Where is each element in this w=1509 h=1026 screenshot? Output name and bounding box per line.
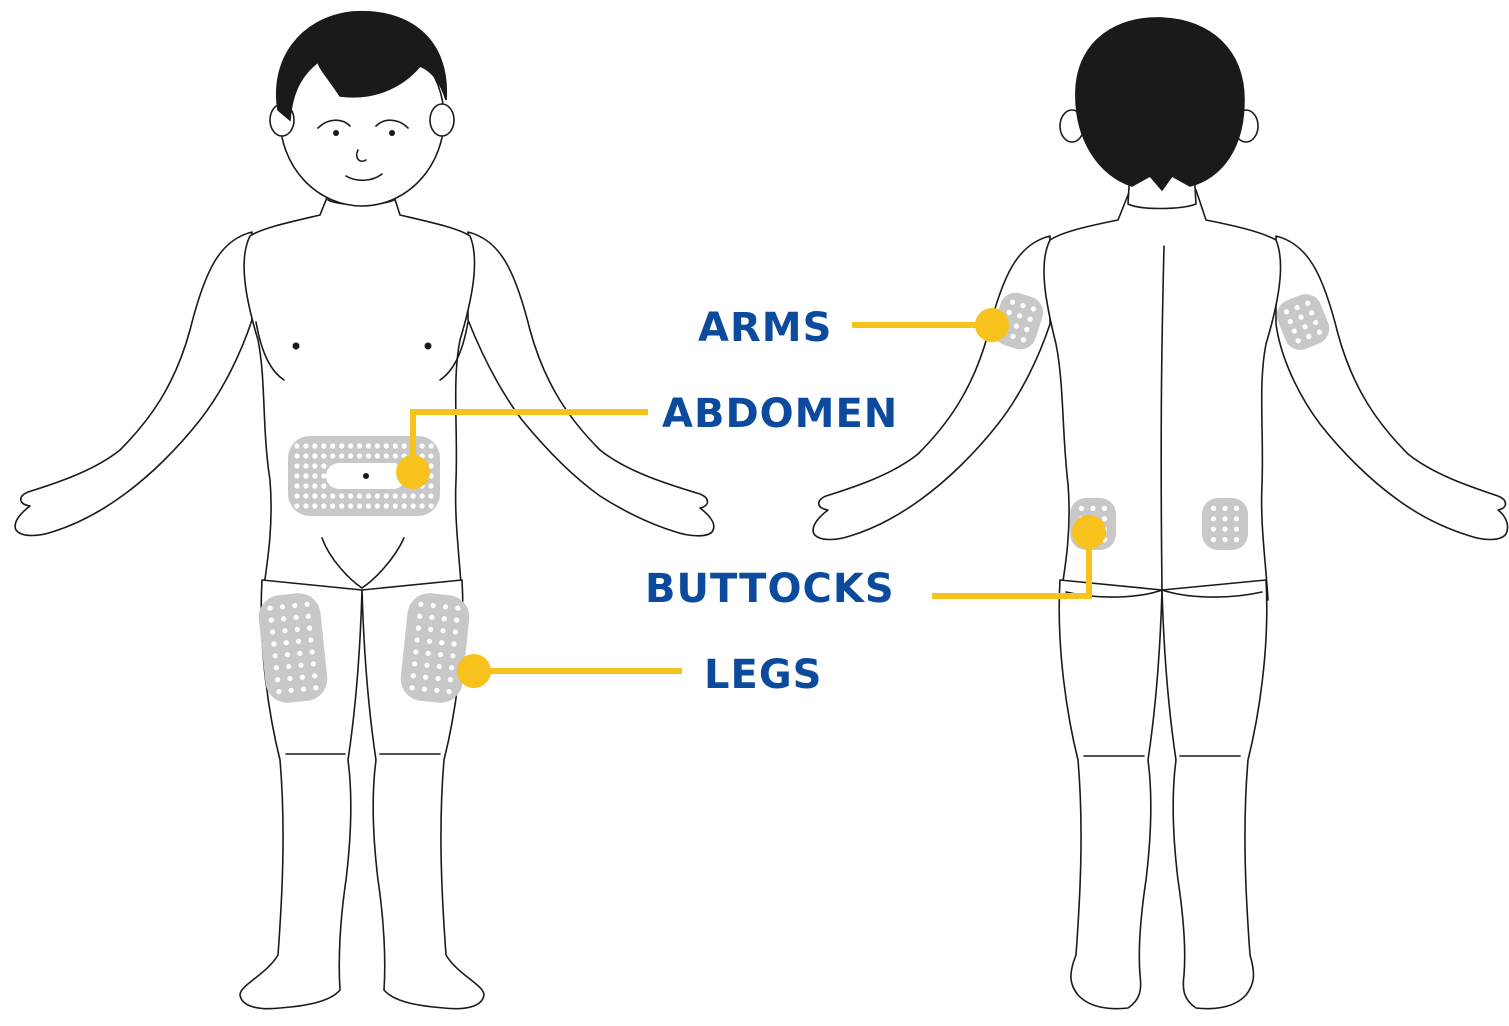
- front-left-arm: [15, 232, 252, 536]
- back-left-arm: [813, 236, 1050, 540]
- back-hair: [1076, 18, 1244, 190]
- back-right-leg: [1162, 580, 1267, 1009]
- back-left-leg: [1059, 580, 1162, 1009]
- arms-leader-dot: [975, 308, 1009, 342]
- front-left-leg-zone: [257, 591, 330, 705]
- buttocks-leader-dot: [1072, 515, 1106, 549]
- back-figure: [813, 18, 1507, 1009]
- arms-label: ARMS: [698, 305, 832, 351]
- legs-label: LEGS: [704, 652, 822, 698]
- front-torso: [244, 190, 474, 600]
- abdomen-label: ABDOMEN: [662, 391, 898, 437]
- abdomen-leader-dot: [396, 455, 430, 489]
- buttocks-label: BUTTOCKS: [645, 566, 895, 612]
- front-right-leg-zone: [399, 591, 472, 705]
- front-right-arm: [468, 232, 714, 536]
- back-right-arm: [1276, 236, 1508, 540]
- back-right-buttock-zone: [1202, 498, 1248, 550]
- legs-leader-dot: [457, 654, 491, 688]
